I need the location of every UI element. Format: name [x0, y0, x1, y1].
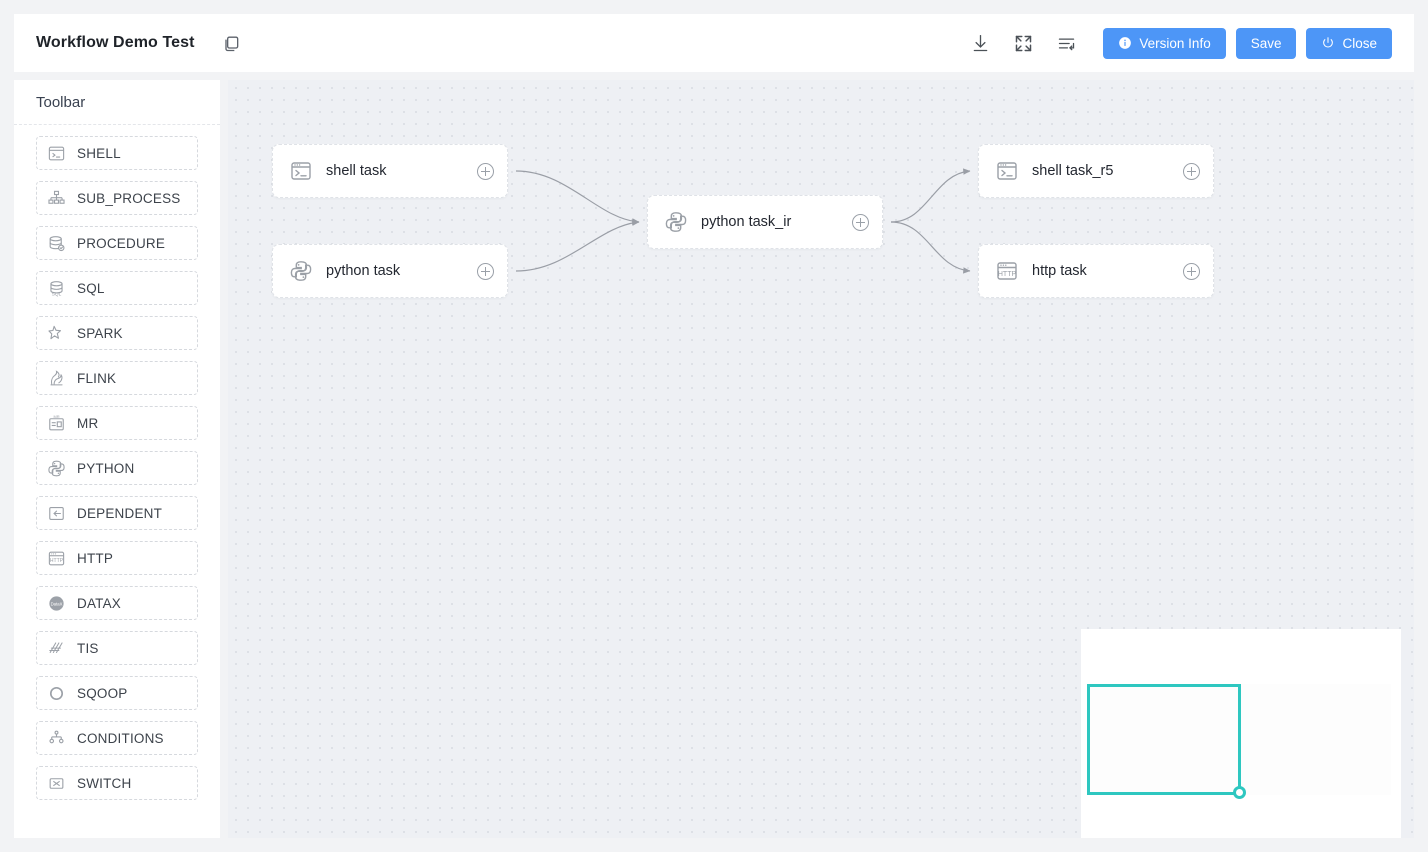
datax-icon: DataX [47, 594, 66, 613]
title-group: Workflow Demo Test [36, 33, 241, 53]
sidebar-item-label: SQOOP [77, 685, 128, 701]
python-icon [289, 259, 313, 283]
copy-icon[interactable] [221, 33, 241, 53]
svg-text:HTTP: HTTP [50, 558, 64, 564]
node-label: shell task [326, 163, 387, 179]
node-output-port[interactable] [852, 213, 869, 231]
node-shell-task[interactable]: shell task [272, 144, 508, 198]
python-icon [664, 210, 688, 234]
sidebar-item-sub-process[interactable]: SUB_PROCESS [36, 181, 198, 215]
node-label: http task [1032, 263, 1087, 279]
toolbar-item-list: SHELL SUB_PROCESS [14, 125, 220, 812]
tis-icon [47, 639, 66, 658]
python-icon [47, 459, 66, 478]
node-label: shell task_r5 [1032, 163, 1114, 179]
svg-text:DataX: DataX [51, 601, 63, 606]
dag-canvas[interactable]: shell task python task [228, 80, 1414, 838]
sidebar-item-label: TIS [77, 640, 99, 656]
header-buttons: Version Info Save Close [1103, 27, 1392, 59]
sidebar-item-spark[interactable]: SPARK [36, 316, 198, 350]
node-python-task-ir[interactable]: python task_ir [647, 195, 883, 249]
svg-text:SQL: SQL [52, 291, 62, 297]
power-icon [1323, 37, 1334, 48]
sidebar-item-dependent[interactable]: DEPENDENT [36, 496, 198, 530]
node-label: python task [326, 263, 401, 279]
sidebar-item-mr[interactable]: MR MR [36, 406, 198, 440]
sidebar-item-label: CONDITIONS [77, 730, 164, 746]
sidebar-item-label: SWITCH [77, 775, 132, 791]
node-http-task[interactable]: HTTP http task [978, 244, 1214, 298]
flink-icon [47, 369, 66, 388]
info-icon [1119, 37, 1132, 49]
sidebar: Toolbar SHELL [14, 80, 220, 838]
shell-icon [47, 144, 66, 163]
sidebar-title: Toolbar [14, 80, 220, 125]
svg-text:MR: MR [53, 414, 59, 419]
procedure-icon [47, 234, 66, 253]
close-label: Close [1342, 35, 1377, 51]
sidebar-item-label: SQL [77, 280, 105, 296]
close-button[interactable]: Close [1306, 27, 1392, 59]
sidebar-item-python[interactable]: PYTHON [36, 451, 198, 485]
edge-ir-to-http [890, 221, 971, 274]
sidebar-item-procedure[interactable]: PROCEDURE [36, 226, 198, 260]
save-label: Save [1250, 35, 1282, 51]
sidebar-item-label: PYTHON [77, 460, 135, 476]
sidebar-item-label: SHELL [77, 145, 121, 161]
version-info-button[interactable]: Version Info [1103, 27, 1226, 59]
mr-icon: MR [47, 413, 66, 433]
svg-text:HTTP: HTTP [998, 271, 1017, 278]
sidebar-item-label: DEPENDENT [77, 505, 163, 521]
node-output-port[interactable] [477, 262, 494, 280]
page-title: Workflow Demo Test [36, 34, 195, 51]
node-output-port[interactable] [1183, 162, 1200, 180]
minimap[interactable] [1081, 629, 1401, 838]
minimap-viewport[interactable] [1087, 684, 1241, 795]
sidebar-item-sql[interactable]: SQL SQL [36, 271, 198, 305]
sql-icon: SQL [47, 279, 66, 298]
format-layout-icon[interactable] [1056, 33, 1077, 54]
switch-icon [47, 774, 66, 793]
fullscreen-icon[interactable] [1013, 33, 1034, 54]
node-shell-task-r5[interactable]: shell task_r5 [978, 144, 1214, 198]
sub-process-icon [47, 189, 66, 208]
dependent-icon [47, 504, 66, 523]
sidebar-item-flink[interactable]: FLINK [36, 361, 198, 395]
download-icon[interactable] [970, 33, 991, 54]
sidebar-item-label: SPARK [77, 325, 123, 341]
version-info-label: Version Info [1139, 35, 1211, 51]
shell-icon [289, 159, 313, 183]
sqoop-icon [47, 684, 66, 703]
node-label: python task_ir [701, 214, 792, 230]
minimap-resize-handle[interactable] [1233, 786, 1246, 799]
sidebar-item-switch[interactable]: SWITCH [36, 766, 198, 800]
sidebar-item-label: PROCEDURE [77, 235, 166, 251]
sidebar-item-sqoop[interactable]: SQOOP [36, 676, 198, 710]
conditions-icon [47, 729, 66, 748]
http-icon: HTTP [995, 259, 1019, 283]
spark-icon [47, 324, 66, 343]
http-icon: HTTP [47, 549, 66, 568]
header-tool-icons [970, 33, 1077, 54]
sidebar-item-http[interactable]: HTTP HTTP [36, 541, 198, 575]
sidebar-item-shell[interactable]: SHELL [36, 136, 198, 170]
header-bar: Workflow Demo Test [14, 14, 1414, 72]
node-python-task[interactable]: python task [272, 244, 508, 298]
sidebar-item-label: FLINK [77, 370, 117, 386]
sidebar-item-label: DATAX [77, 595, 122, 611]
sidebar-item-datax[interactable]: DataX DATAX [36, 586, 198, 620]
sidebar-item-label: HTTP [77, 550, 114, 566]
edge-ir-to-shell-r5 [890, 168, 971, 223]
node-output-port[interactable] [477, 162, 494, 180]
edge-python-to-ir [515, 219, 640, 272]
edge-shell-to-ir [515, 170, 640, 225]
node-output-port[interactable] [1183, 262, 1200, 280]
sidebar-item-conditions[interactable]: CONDITIONS [36, 721, 198, 755]
sidebar-item-label: MR [77, 415, 99, 431]
shell-icon [995, 159, 1019, 183]
sidebar-item-label: SUB_PROCESS [77, 190, 181, 206]
save-button[interactable]: Save [1235, 27, 1297, 59]
sidebar-item-tis[interactable]: TIS [36, 631, 198, 665]
